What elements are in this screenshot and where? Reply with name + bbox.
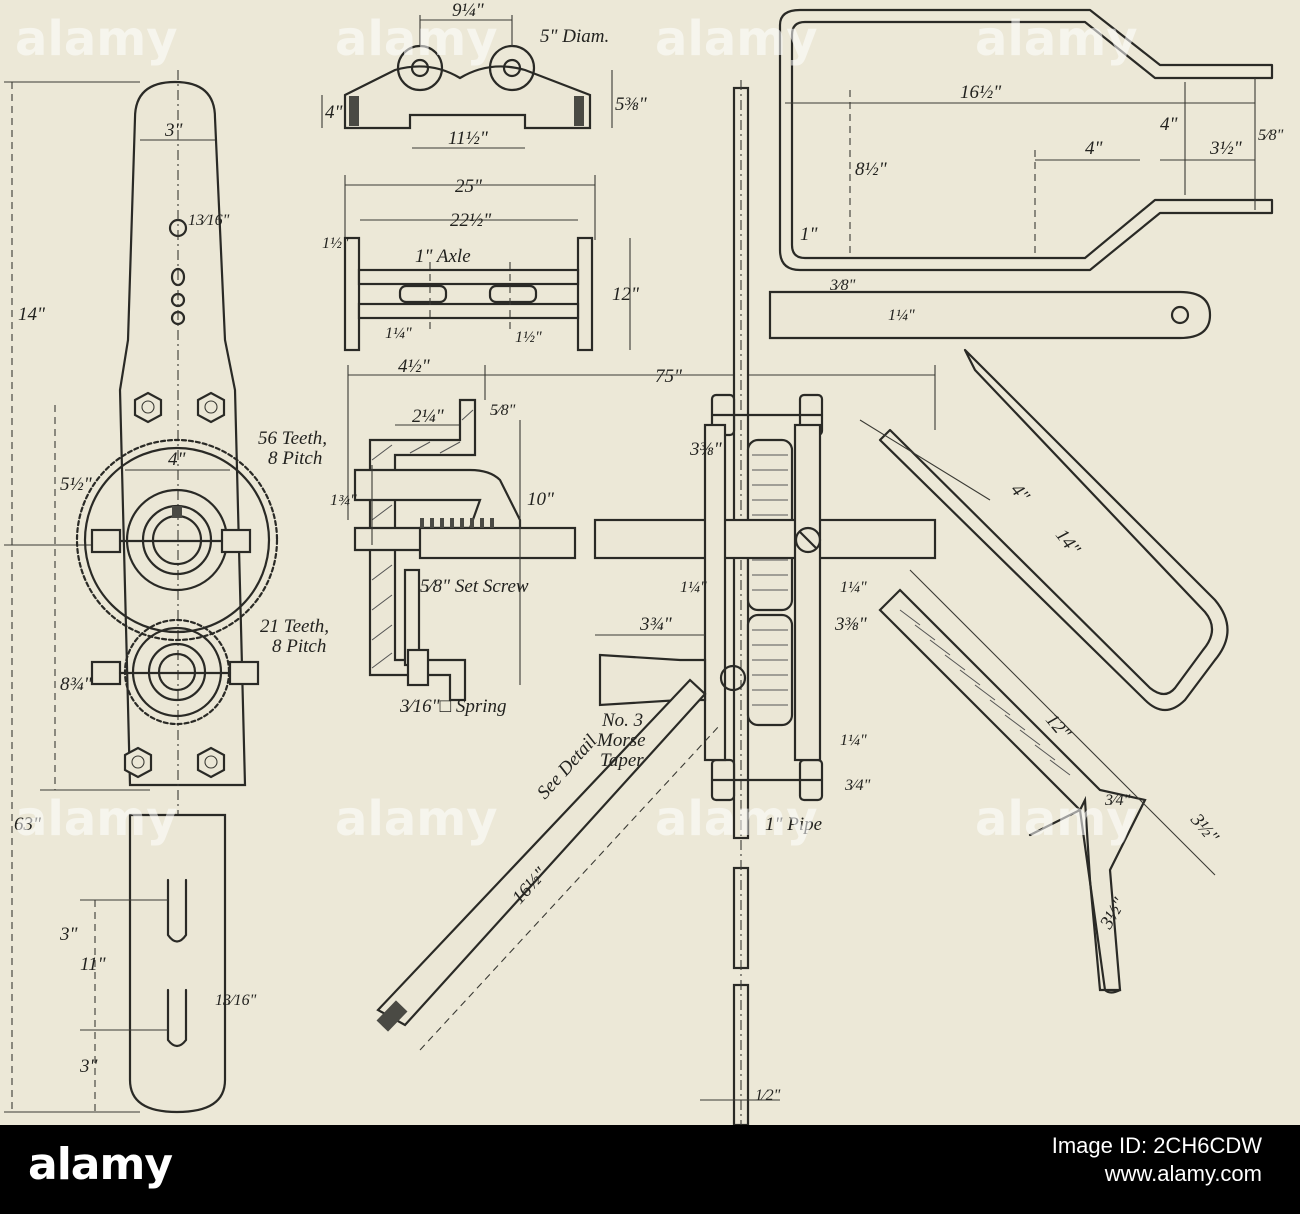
dim-label: 5½" xyxy=(60,474,93,495)
watermark: alamy xyxy=(15,791,178,847)
dim-label: 1¾" xyxy=(330,492,357,509)
stock-footer: alamy Image ID: 2CH6CDW www.alamy.com xyxy=(0,1125,1300,1214)
handle-frame-view xyxy=(768,8,1274,340)
diagonal-handle xyxy=(376,678,721,1051)
dim-label: 1¼" xyxy=(680,579,707,596)
image-id: Image ID: 2CH6CDW xyxy=(1051,1133,1262,1158)
dim-label: 3⅜" xyxy=(834,614,868,635)
dim-label: 12" xyxy=(612,284,640,305)
dim-label: 4" xyxy=(1160,114,1179,135)
site-url[interactable]: www.alamy.com xyxy=(1104,1161,1262,1186)
dim-label: 3" xyxy=(59,924,79,945)
dim-label: 14" xyxy=(18,304,46,325)
dim-label: 63" xyxy=(14,814,42,835)
dim-label: 1¼" xyxy=(385,325,412,342)
gear-bar-elevation xyxy=(4,70,279,1114)
dim-label: 8½" xyxy=(855,159,888,180)
dim-label: 1¼" xyxy=(840,732,867,749)
dim-label: 1" Axle xyxy=(415,246,471,267)
roller-bracket-view xyxy=(321,15,613,149)
dim-label: 3" xyxy=(79,1056,99,1077)
dim-label: 4" xyxy=(1006,480,1034,508)
watermark: alamy xyxy=(655,791,818,847)
dim-label: 22½" xyxy=(450,210,492,231)
dim-label: 2¼" xyxy=(412,406,445,427)
dim-label: 1¼" xyxy=(840,579,867,596)
dim-label: 13⁄16" xyxy=(215,992,257,1009)
watermark: alamy xyxy=(975,11,1138,67)
dim-label: 1" xyxy=(800,224,819,245)
watermark-layer: alamy alamy alamy alamy alamy alamy alam… xyxy=(15,11,1138,847)
dim-label: 9¼" xyxy=(452,0,485,21)
dim-label: 56 Teeth, xyxy=(258,428,327,449)
dim-label: 13⁄16" xyxy=(188,212,230,229)
dim-label: 3⁄16"□ Spring xyxy=(399,696,507,717)
clutch-section-view xyxy=(347,365,936,702)
dim-label: 5⅜" xyxy=(615,94,648,115)
watermark: alamy xyxy=(335,11,498,67)
dim-label: 1½" xyxy=(322,235,349,252)
axle-frame-view xyxy=(343,175,631,352)
dim-label: 11½" xyxy=(448,128,489,149)
dim-label: 14" xyxy=(1051,525,1085,560)
dim-label: 3⁄8" xyxy=(829,277,856,294)
screw-rod-view xyxy=(859,348,1229,994)
dim-label: 5⁄8" Set Screw xyxy=(420,576,529,597)
dim-label: Morse xyxy=(596,730,646,751)
dim-label: 4" xyxy=(168,449,187,470)
dim-label: 5⁄8" xyxy=(1258,127,1284,144)
dim-label: 5" Diam. xyxy=(540,26,609,47)
drawing-canvas: 9¼" 5" Diam. 4" 5⅜" 11½" 16½" 8½" 4" 4" … xyxy=(4,0,1284,1125)
dim-label: 3½" xyxy=(1209,138,1243,159)
dim-label: 25" xyxy=(455,176,483,197)
dim-label: 8¾" xyxy=(60,674,93,695)
dim-label: 3½" xyxy=(1186,809,1224,848)
watermark: alamy xyxy=(15,11,178,67)
brand-logo[interactable]: alamy xyxy=(28,1139,173,1190)
image-reference: Image ID: 2CH6CDW www.alamy.com xyxy=(1052,1133,1262,1187)
dim-label: 3¾" xyxy=(639,614,673,635)
dim-label: 3⅜" xyxy=(689,439,723,460)
dim-label: 4" xyxy=(1085,138,1104,159)
watermark: alamy xyxy=(975,791,1138,847)
dim-label: 10" xyxy=(527,489,555,510)
dim-label: 4½" xyxy=(398,356,431,377)
dim-label: Taper xyxy=(600,750,644,771)
watermark: alamy xyxy=(335,791,498,847)
dim-label: 1" Pipe xyxy=(765,814,822,835)
dim-label: 21 Teeth, xyxy=(260,616,329,637)
dim-label: 8 Pitch xyxy=(272,636,326,657)
dim-label: 3⁄4" xyxy=(844,777,871,794)
watermark: alamy xyxy=(655,11,818,67)
dim-label: 4" xyxy=(325,102,344,123)
dim-label: No. 3 xyxy=(601,710,643,731)
dim-label: 1½" xyxy=(515,329,542,346)
dim-label: 8 Pitch xyxy=(268,448,322,469)
dim-label: 5⁄8" xyxy=(490,402,516,419)
dim-label: 1⁄2" xyxy=(755,1087,781,1104)
gear-stack-section xyxy=(593,80,937,1125)
dim-label: 3" xyxy=(164,120,184,141)
dim-label: 16½" xyxy=(960,82,1002,103)
dim-label: 3⁄4" xyxy=(1104,792,1131,809)
engineering-drawing: 9¼" 5" Diam. 4" 5⅜" 11½" 16½" 8½" 4" 4" … xyxy=(0,0,1300,1125)
dim-label: 75" xyxy=(655,366,683,387)
dim-label: 1¼" xyxy=(888,307,915,324)
dim-label: 11" xyxy=(80,954,107,975)
